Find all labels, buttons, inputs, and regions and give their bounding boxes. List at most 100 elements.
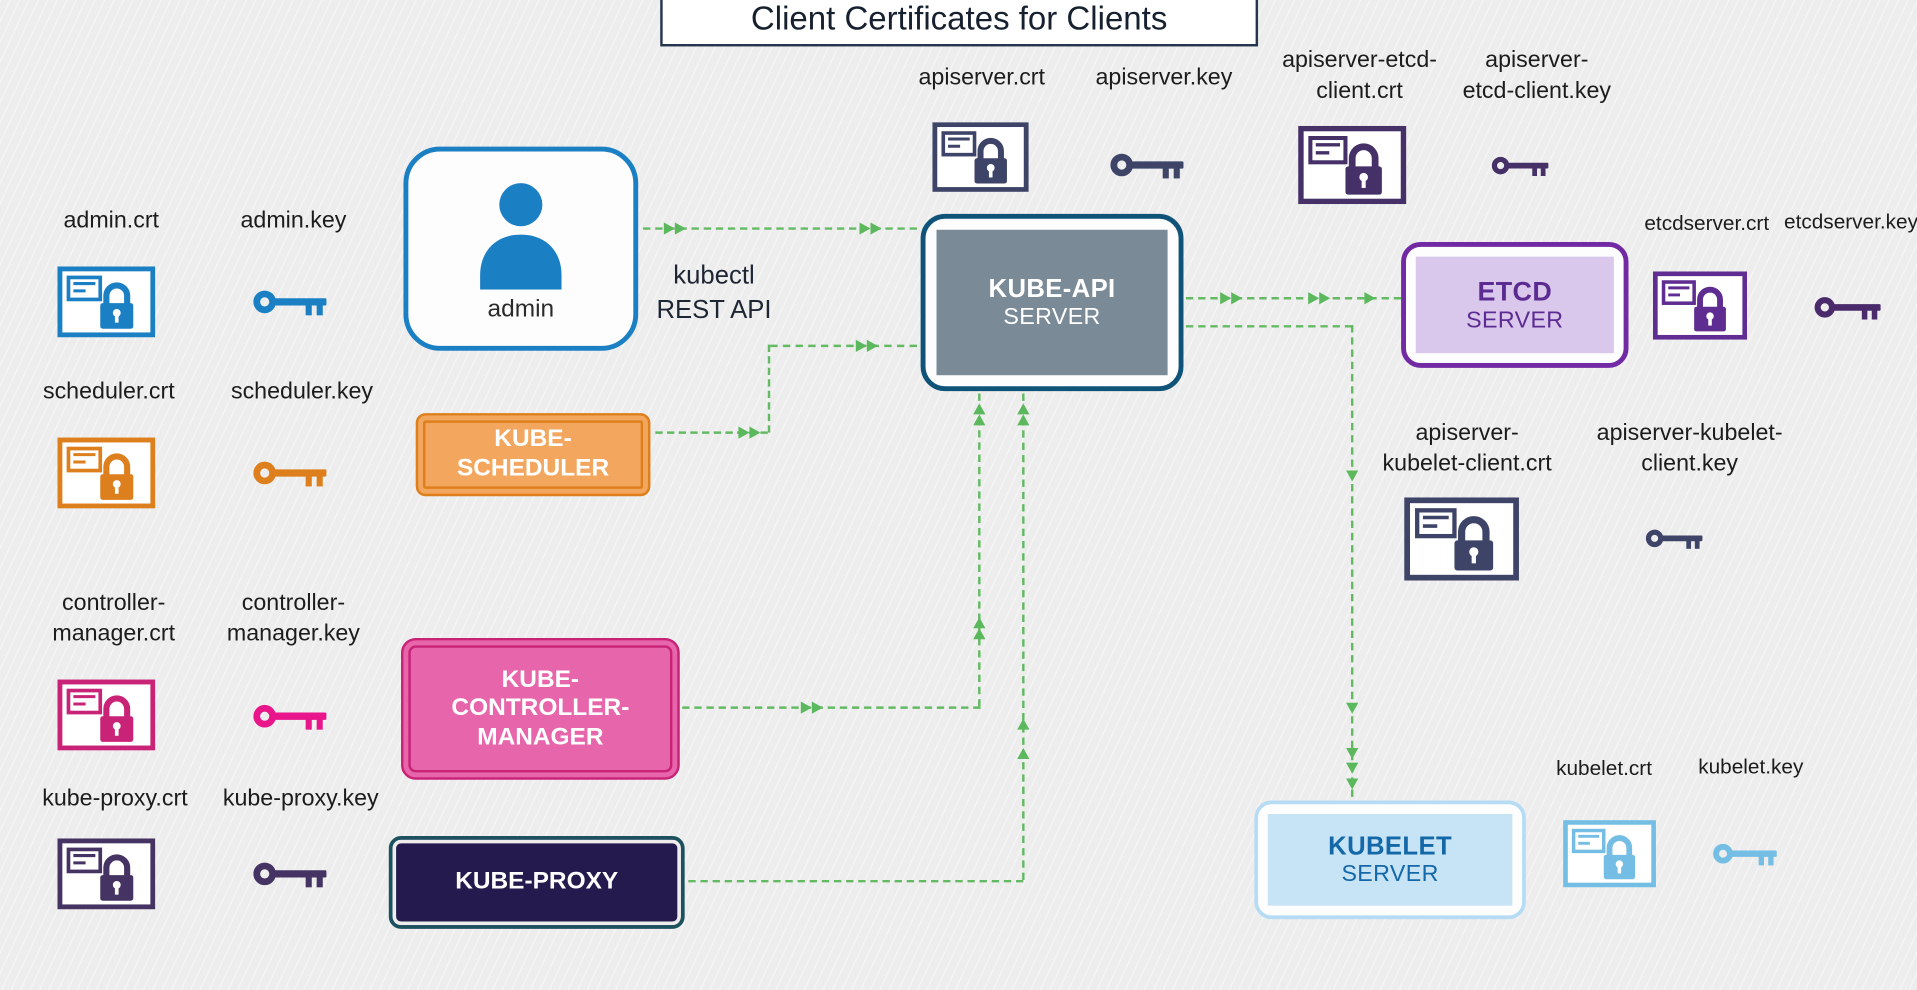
apiserver-kubelet-client-key-icon (1645, 527, 1705, 550)
label-etcdserver-crt: etcdserver.crt (1644, 211, 1770, 235)
admin-certificate-icon (57, 266, 156, 338)
kube-scheduler-label: KUBE- SCHEDULER (456, 425, 610, 482)
arrowhead-icon (1017, 403, 1030, 415)
arrowhead-icon (1346, 470, 1359, 482)
label-kube-proxy-key: kube-proxy.key (222, 785, 379, 812)
arrow-line (1185, 325, 1353, 328)
label-apiserver-crt: apiserver.crt (918, 64, 1046, 91)
arrow-line (688, 879, 1024, 883)
label-kube-proxy-crt: kube-proxy.crt (42, 785, 188, 812)
label-kubelet-crt: kubelet.crt (1556, 756, 1652, 780)
kubelet-key-icon (1713, 840, 1779, 868)
arrowhead-icon (973, 414, 986, 426)
arrowhead-icon (800, 701, 812, 714)
apiserver-etcd-client-certificate-icon (1292, 125, 1412, 205)
kubelet-server-subtitle: SERVER (1341, 861, 1439, 887)
etcd-server-box: ETCD SERVER (1415, 256, 1614, 354)
person-icon (460, 174, 582, 290)
kube-controller-manager-label: KUBE- CONTROLLER- MANAGER (451, 665, 630, 751)
label-etcdserver-key: etcdserver.key (1784, 210, 1917, 234)
apiserver-etcd-client-key-icon (1491, 154, 1551, 177)
kubelet-server-box: KUBELET SERVER (1267, 813, 1513, 906)
label-apiserver-kubelet-client-crt: apiserver- kubelet-client.crt (1382, 420, 1552, 477)
arrowhead-icon (1017, 718, 1030, 730)
arrowhead-icon (1346, 762, 1359, 774)
arrowhead-icon (870, 222, 882, 235)
arrowhead-icon (973, 617, 986, 629)
arrowhead-icon (855, 339, 867, 352)
arrow-line (682, 706, 981, 709)
kubectl-rest-api-label: kubectl REST API (656, 261, 772, 324)
kube-scheduler-node: KUBE- SCHEDULER (415, 413, 651, 497)
arrowhead-icon (663, 222, 675, 235)
arrow-line (978, 393, 981, 707)
apiserver-certificate-icon (932, 122, 1030, 192)
arrowhead-icon (866, 339, 878, 352)
kubelet-server-title: KUBELET (1328, 831, 1452, 860)
arrowhead-icon (1231, 292, 1243, 305)
admin-node: admin (403, 146, 639, 351)
scheduler-certificate-icon (57, 437, 156, 509)
kubelet-certificate-icon (1561, 820, 1658, 888)
etcd-server-node: ETCD SERVER (1401, 241, 1629, 368)
arrowhead-icon (1308, 292, 1320, 305)
scheduler-key-icon (253, 458, 329, 487)
etcdserver-certificate-icon (1652, 271, 1748, 340)
label-admin-key: admin.key (240, 207, 347, 234)
kube-proxy-label: KUBE-PROXY (455, 868, 619, 895)
arrowhead-icon (1017, 747, 1030, 759)
arrowhead-icon (973, 403, 986, 415)
etcd-server-title: ETCD (1477, 275, 1553, 307)
arrow-line (655, 431, 768, 434)
arrowhead-icon (973, 628, 986, 640)
label-apiserver-key: apiserver.key (1095, 64, 1233, 91)
arrow-line (770, 344, 917, 348)
kube-api-server-title: KUBE-API (988, 274, 1116, 303)
label-apiserver-etcd-client-crt: apiserver-etcd- client.crt (1282, 47, 1437, 104)
kube-api-server-node: KUBE-API SERVER (920, 213, 1184, 392)
apiserver-key-icon (1110, 150, 1186, 179)
arrowhead-icon (811, 701, 823, 714)
controller-manager-certificate-icon (57, 679, 156, 751)
etcd-server-subtitle: SERVER (1466, 307, 1564, 334)
label-apiserver-etcd-client-key: apiserver- etcd-client.key (1462, 47, 1612, 104)
kube-api-server-subtitle: SERVER (1003, 303, 1101, 330)
arrowhead-icon (674, 222, 686, 235)
diagram-title: Client Certificates for Clients (750, 0, 1168, 37)
kube-proxy-key-icon (253, 859, 329, 888)
etcdserver-key-icon (1814, 293, 1882, 321)
arrowhead-icon (749, 426, 761, 439)
arrowhead-icon (1346, 702, 1359, 714)
arrowhead-icon (1364, 292, 1376, 305)
arrow-line (767, 344, 771, 433)
admin-node-label: admin (487, 295, 555, 323)
arrowhead-icon (1017, 414, 1030, 426)
arrowhead-icon (1319, 292, 1331, 305)
admin-key-icon (253, 287, 329, 316)
kube-api-server-box: KUBE-API SERVER (936, 229, 1168, 376)
arrow-line (1185, 296, 1402, 300)
label-scheduler-crt: scheduler.crt (42, 378, 175, 405)
arrowhead-icon (738, 426, 750, 439)
label-apiserver-kubelet-client-key: apiserver-kubelet- client.key (1596, 420, 1783, 477)
arrowhead-icon (859, 222, 871, 235)
label-controller-manager-crt: controller- manager.crt (52, 590, 176, 647)
kube-proxy-certificate-icon (57, 838, 156, 910)
apiserver-kubelet-client-certificate-icon (1401, 497, 1522, 581)
label-kubelet-key: kubelet.key (1698, 755, 1804, 779)
arrowhead-icon (1346, 778, 1359, 790)
kube-proxy-node: KUBE-PROXY (388, 835, 685, 929)
arrow-line (1022, 393, 1025, 880)
label-admin-crt: admin.crt (63, 207, 160, 234)
controller-manager-key-icon (253, 702, 329, 731)
kubelet-server-node: KUBELET SERVER (1254, 800, 1526, 920)
label-scheduler-key: scheduler.key (230, 378, 374, 405)
arrow-line (1350, 325, 1354, 797)
diagram-title-box: Client Certificates for Clients (660, 0, 1259, 47)
arrowhead-icon (1220, 292, 1232, 305)
arrowhead-icon (1346, 747, 1359, 759)
label-controller-manager-key: controller- manager.key (226, 590, 360, 647)
kube-controller-manager-node: KUBE- CONTROLLER- MANAGER (401, 637, 680, 780)
